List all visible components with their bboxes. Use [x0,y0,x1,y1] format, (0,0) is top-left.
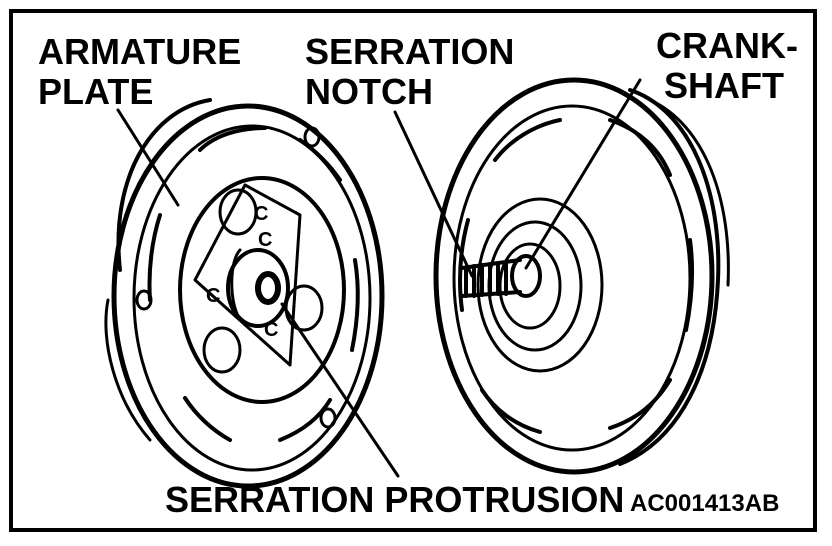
c-mark: C [254,203,269,225]
leader-armature-plate [116,108,180,207]
crankshaft-label-line1: CRANK- [656,25,798,66]
leader-crankshaft [524,78,642,270]
armature-plate-label-line1: ARMATURE [38,31,242,72]
crankshaft-label-line2: SHAFT [664,65,784,106]
leader-serration-protrusion [280,302,400,478]
figure-frame [9,9,817,532]
c-mark: C [258,229,273,251]
armature-plate-label-line2: PLATE [38,71,154,112]
leader-serration-notch [393,110,474,278]
serration-notch-label-line2: NOTCH [305,71,433,112]
pulley-assembly [433,77,730,475]
figure-code-label: AC001413AB [630,490,780,517]
serration-notch-label-line1: SERRATION [305,31,515,72]
c-mark: C [264,319,279,341]
c-mark: C [206,285,221,307]
serration-protrusion-label: SERRATION PROTRUSION [165,479,625,520]
